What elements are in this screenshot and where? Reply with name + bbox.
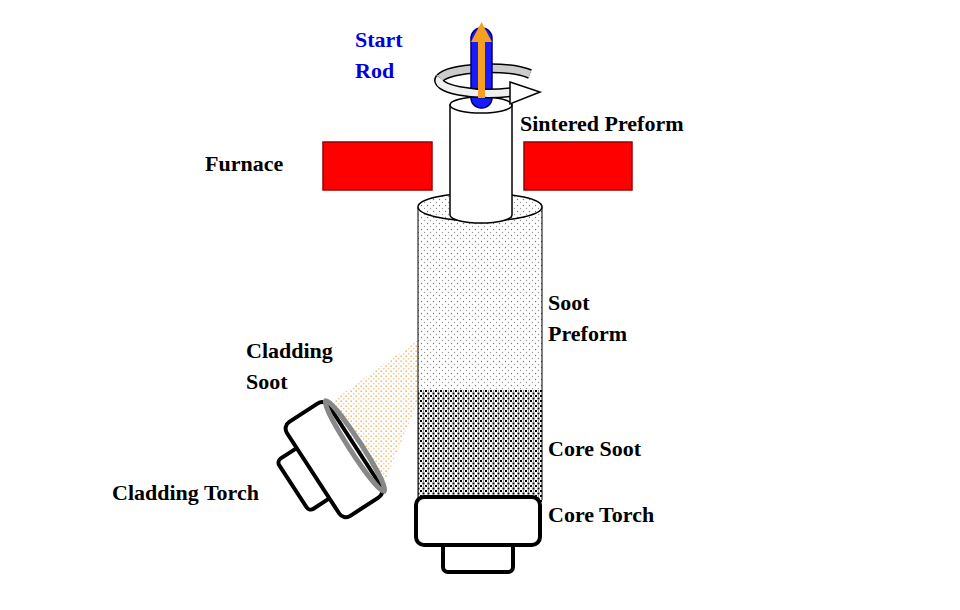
furnace-block bbox=[524, 142, 632, 190]
part-label: Core Torch bbox=[548, 499, 654, 530]
part-label: Start Rod bbox=[355, 24, 417, 86]
part-label: Sintered Preform bbox=[520, 108, 684, 139]
part-label: Soot Preform bbox=[548, 287, 638, 349]
part-label: Furnace bbox=[205, 148, 283, 179]
part-label: Core Soot bbox=[548, 433, 641, 464]
core-soot bbox=[418, 390, 542, 502]
part-label: Cladding Soot bbox=[246, 335, 346, 397]
pull-arrow bbox=[478, 40, 485, 98]
preform-edge bbox=[418, 207, 419, 500]
core-torch bbox=[416, 497, 540, 545]
cladding-torch-mouth bbox=[321, 397, 390, 494]
rotation-arrow bbox=[439, 78, 512, 93]
part-label: Cladding Torch bbox=[112, 477, 259, 508]
pull-arrowhead bbox=[471, 22, 492, 42]
cladding-torch bbox=[262, 396, 390, 534]
preform-edge bbox=[542, 207, 543, 500]
furnace-block bbox=[323, 142, 432, 190]
rotation-arrow bbox=[439, 78, 512, 93]
soot-preform bbox=[418, 207, 542, 392]
rotation-arrowhead bbox=[510, 82, 540, 104]
sintered-preform bbox=[450, 105, 512, 223]
